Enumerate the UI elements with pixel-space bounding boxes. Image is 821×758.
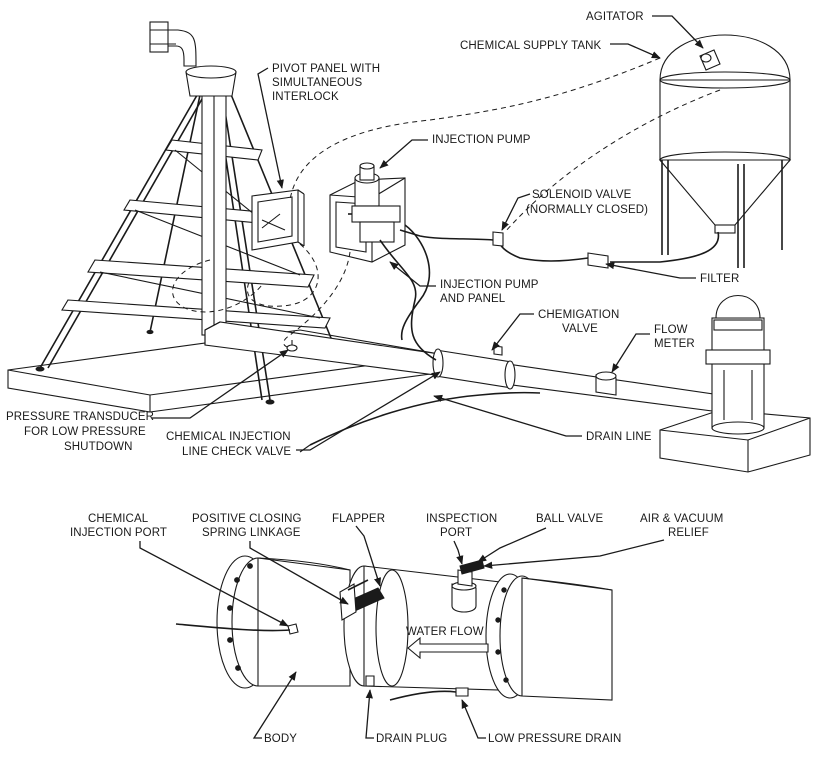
- label-chemical-injection-port-2: INJECTION PORT: [70, 527, 167, 539]
- label-air-vacuum-1: AIR & VACUUM: [640, 513, 723, 525]
- label-chemigation-valve-1: CHEMIGATION: [538, 309, 619, 321]
- main-pipeline: [204, 295, 811, 473]
- label-filter: FILTER: [700, 273, 739, 285]
- label-chemigation-valve-2: VALVE: [562, 323, 598, 335]
- label-spring-linkage-2: SPRING LINKAGE: [202, 527, 301, 539]
- chemical-supply-tank: [658, 34, 792, 268]
- label-spring-linkage-1: POSITIVE CLOSING: [192, 513, 302, 525]
- label-low-pressure-drain: LOW PRESSURE DRAIN: [488, 733, 621, 745]
- label-chemical-injection-port-1: CHEMICAL: [88, 513, 149, 525]
- label-agitator: AGITATOR: [586, 11, 644, 23]
- label-check-valve-2: LINE CHECK VALVE: [182, 446, 291, 458]
- label-inspection-port-2: PORT: [440, 527, 472, 539]
- label-pressure-transducer-2: FOR LOW PRESSURE: [24, 426, 146, 438]
- label-drain-line: DRAIN LINE: [586, 431, 652, 443]
- label-check-valve-1: CHEMICAL INJECTION: [166, 431, 291, 443]
- label-pivot-panel-2: SIMULTANEOUS: [272, 77, 362, 89]
- label-injection-pump: INJECTION PUMP: [432, 134, 531, 146]
- label-flow-meter-1: FLOW: [654, 324, 688, 336]
- label-solenoid-valve-1: SOLENOID VALVE: [532, 189, 632, 201]
- label-air-vacuum-2: RELIEF: [668, 527, 709, 539]
- injection-pump-assembly: [329, 162, 406, 263]
- label-drain-plug: DRAIN PLUG: [376, 733, 447, 745]
- label-ball-valve: BALL VALVE: [536, 513, 604, 525]
- chemical-lines: [172, 57, 721, 361]
- pivot-tower: [39, 21, 339, 401]
- label-pivot-panel-1: PIVOT PANEL WITH: [272, 63, 380, 75]
- label-pivot-panel-3: INTERLOCK: [272, 91, 339, 103]
- label-pressure-transducer-3: SHUTDOWN: [64, 441, 133, 453]
- label-flow-meter-2: METER: [654, 338, 695, 350]
- label-flapper: FLAPPER: [332, 513, 385, 525]
- label-chemical-supply-tank: CHEMICAL SUPPLY TANK: [460, 40, 602, 52]
- bottom-labels: CHEMICAL INJECTION PORT POSITIVE CLOSING…: [70, 513, 723, 745]
- label-inspection-port-1: INSPECTION: [426, 513, 497, 525]
- label-injection-pump-panel-2: AND PANEL: [440, 293, 506, 305]
- label-body: BODY: [264, 733, 297, 745]
- label-solenoid-valve-2: (NORMALLY CLOSED): [526, 204, 648, 216]
- top-labels: AGITATOR CHEMICAL SUPPLY TANK PIVOT PANE…: [6, 11, 739, 458]
- label-water-flow: WATER FLOW: [406, 626, 484, 638]
- label-injection-pump-panel-1: INJECTION PUMP: [440, 279, 539, 291]
- valve-detail: WATER FLOW: [175, 555, 613, 701]
- label-pressure-transducer-1: PRESSURE TRANSDUCER: [6, 411, 154, 423]
- pressure-transducer: [286, 340, 298, 352]
